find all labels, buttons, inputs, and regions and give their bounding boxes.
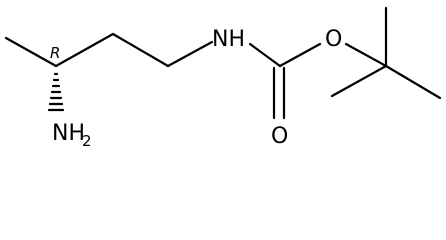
stereo-descriptor-label: R xyxy=(50,44,60,62)
amine-nitrogen-label: NH xyxy=(52,121,85,146)
structure-canvas: R NH 2 NH O O xyxy=(4,6,442,150)
amine-subscript-label: 2 xyxy=(82,132,92,150)
carbonyl-oxygen-label: O xyxy=(271,124,288,149)
bond-stereocenter-to-ch2 xyxy=(54,32,115,68)
bond-ester-o-to-quaternary xyxy=(344,42,388,68)
bond-carbonyl-to-ester-o xyxy=(278,42,322,68)
bond-ch2-to-ch2 xyxy=(111,32,170,68)
bond-tbutyl-methyl-left xyxy=(330,64,388,98)
atom-label-amine: NH 2 xyxy=(52,121,92,150)
molecule-diagram: R NH 2 NH O O xyxy=(4,6,442,150)
carbamate-nitrogen-label: NH xyxy=(212,27,245,52)
bond-tbutyl-methyl-right xyxy=(384,64,442,100)
bond-nh-to-carbonyl xyxy=(248,42,282,68)
ester-oxygen-label: O xyxy=(325,27,342,52)
bond-ch2-to-nh xyxy=(166,40,214,68)
hashed-wedge-bond xyxy=(47,72,65,112)
bond-layer xyxy=(4,6,442,120)
bond-methyl-to-stereocenter xyxy=(4,36,58,68)
